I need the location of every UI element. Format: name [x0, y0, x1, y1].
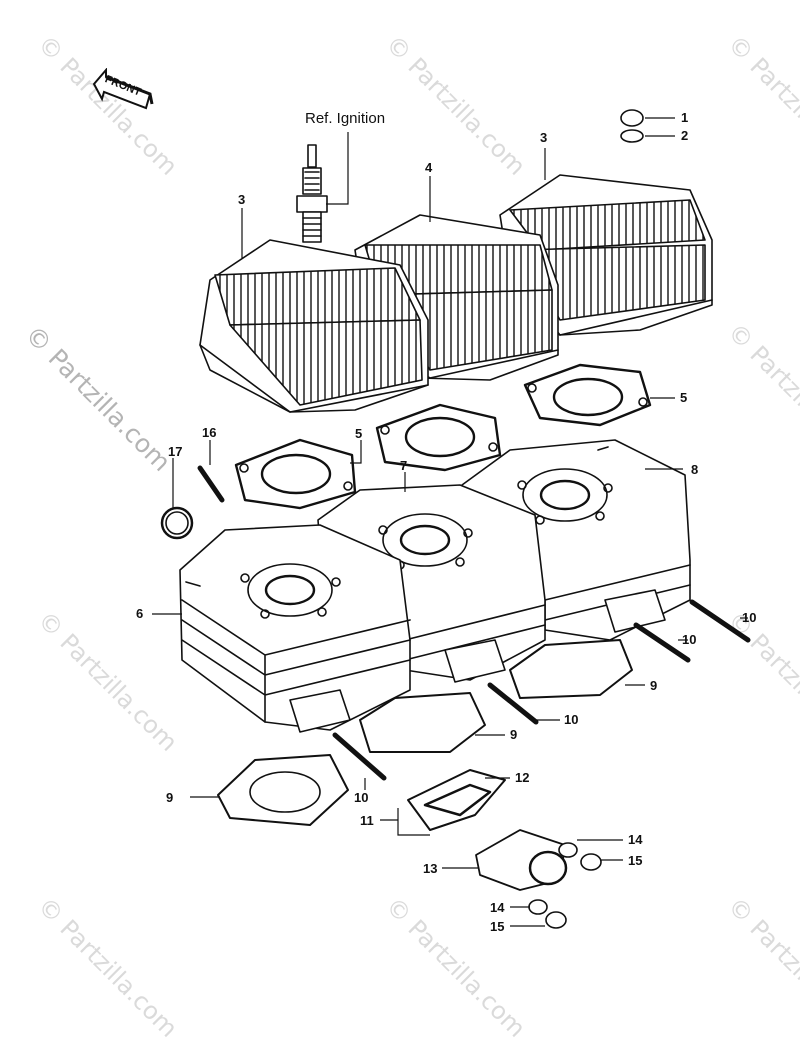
- gasket-icon: [375, 403, 502, 472]
- leader-lines: [152, 117, 748, 927]
- callout-10: 10: [682, 632, 697, 647]
- nut-icon: [580, 853, 602, 871]
- spark-plug-icon: [296, 144, 328, 243]
- callout-1: 1: [681, 110, 689, 125]
- callout-14: 14: [490, 900, 505, 915]
- front-arrow-icon: [92, 68, 154, 110]
- callout-9: 9: [650, 678, 658, 693]
- stud-icon: [487, 682, 539, 725]
- gasket-icon: [523, 363, 652, 427]
- stud-icon: [689, 599, 751, 643]
- washer-icon: [528, 899, 548, 915]
- callout-13: 13: [423, 861, 438, 876]
- callout-5: 5: [680, 390, 688, 405]
- callout-9: 9: [166, 790, 174, 805]
- intake-gasket-icon: [509, 639, 633, 699]
- stud-icon: [197, 465, 225, 503]
- callout-15: 15: [628, 853, 643, 868]
- callout-17: 17: [168, 444, 183, 459]
- callout-10: 10: [742, 610, 757, 625]
- washer-icon: [558, 842, 578, 858]
- cylinder-left-icon: [179, 524, 411, 731]
- callout-3: 3: [238, 192, 246, 207]
- exhaust-port-icon: [604, 589, 666, 633]
- cylinder-head-left-icon: [199, 239, 429, 413]
- gasket-icon: [234, 438, 357, 510]
- callout-7: 7: [400, 458, 408, 473]
- callout-14: 14: [628, 832, 643, 847]
- intake-gasket-icon: [359, 692, 486, 753]
- callout-16: 16: [202, 425, 217, 440]
- callout-6: 6: [136, 606, 144, 621]
- callout-9: 9: [510, 727, 518, 742]
- callout-2: 2: [681, 128, 689, 143]
- callout-3: 3: [540, 130, 548, 145]
- washer-icon: [620, 129, 644, 143]
- callout-15: 15: [490, 919, 505, 934]
- callout-10: 10: [564, 712, 579, 727]
- stud-icon: [633, 622, 691, 663]
- stud-icon: [332, 732, 387, 781]
- callout-4: 4: [425, 160, 433, 175]
- exhaust-port-icon: [444, 639, 506, 683]
- exhaust-port-icon: [289, 689, 351, 733]
- ref-ignition-label: Ref. Ignition: [305, 110, 386, 127]
- nut-icon: [620, 109, 644, 127]
- nut-icon: [545, 911, 567, 929]
- callout-5: 5: [355, 426, 363, 441]
- callout-10: 10: [354, 790, 369, 805]
- callout-12: 12: [515, 770, 530, 785]
- callout-8: 8: [691, 462, 699, 477]
- callout-11: 11: [360, 813, 374, 828]
